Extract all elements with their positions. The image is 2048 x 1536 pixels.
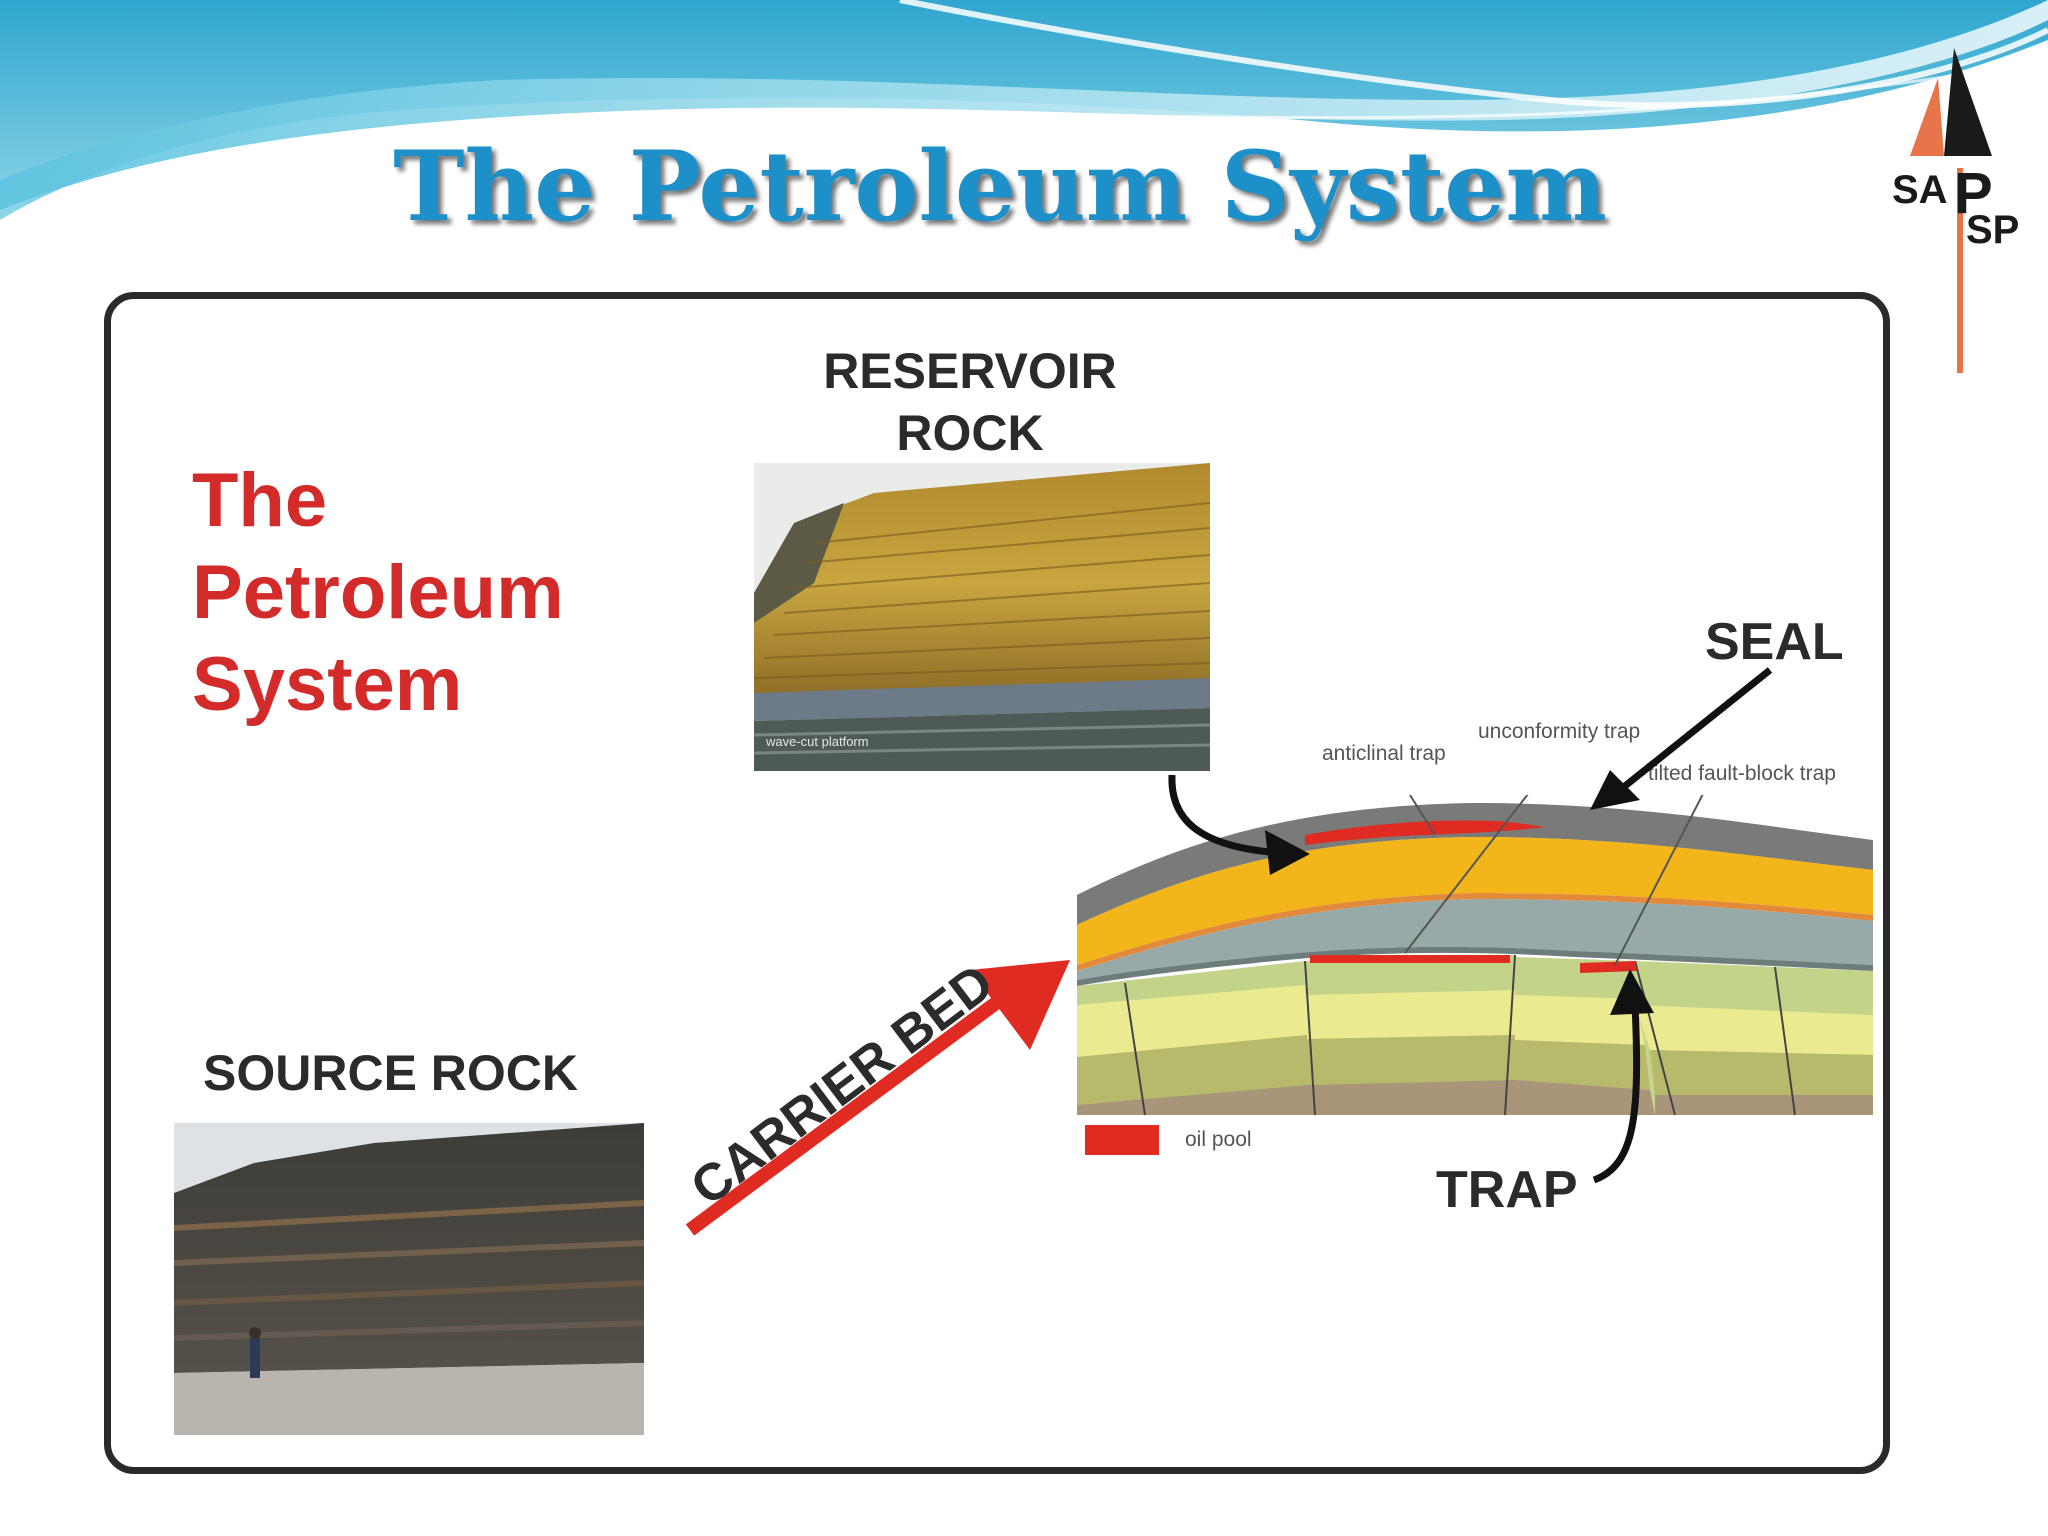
reservoir-rock-label: RESERVOIR ROCK	[760, 340, 1180, 464]
carrier-bed-arrow-icon	[685, 960, 1070, 1236]
person-figure	[250, 1338, 260, 1378]
legend-label: oil pool	[1185, 1128, 1252, 1151]
diagram-heading: The Petroleum System	[192, 455, 564, 731]
logo-text-bottom: SP	[1966, 208, 2020, 252]
logo-mark-icon	[1910, 48, 1992, 373]
reservoir-arrow-icon	[1168, 774, 1310, 875]
source-rock-label: SOURCE ROCK	[203, 1045, 579, 1101]
company-logo: SA P SP	[1880, 48, 2030, 378]
trap-arrow-icon	[1592, 969, 1654, 1184]
reservoir-label-line-1: RESERVOIR	[823, 343, 1117, 399]
reservoir-rock-photo: wave-cut platform	[754, 463, 1210, 771]
anticlinal-trap-label: anticlinal trap	[1322, 742, 1446, 765]
diagram-heading-line-2: Petroleum	[192, 550, 564, 635]
unconformity-oil-pool	[1310, 955, 1510, 963]
unconformity-trap-label: unconformity trap	[1478, 720, 1641, 743]
diagram-heading-line-3: System	[192, 642, 463, 727]
photo-caption: wave-cut platform	[765, 734, 869, 749]
logo-text-top: SA	[1892, 168, 1948, 212]
anticlinal-oil-pool	[1305, 820, 1545, 845]
legend-swatch	[1085, 1125, 1159, 1155]
seal-label: SEAL	[1705, 613, 1844, 671]
fault-block-trap-label: tilted fault-block trap	[1648, 762, 1836, 785]
trap-label: TRAP	[1436, 1161, 1578, 1219]
slide-title: The Petroleum System	[393, 130, 1607, 243]
diagram-heading-line-1: The	[192, 458, 328, 543]
source-rock-photo	[174, 1123, 644, 1435]
seal-arrow-icon	[1590, 667, 1773, 810]
wave-header-decoration	[0, 0, 2048, 230]
fault-block-oil-pool	[1580, 961, 1637, 973]
reservoir-label-line-2: ROCK	[896, 405, 1044, 461]
logo-text-big: P	[1954, 161, 1993, 226]
